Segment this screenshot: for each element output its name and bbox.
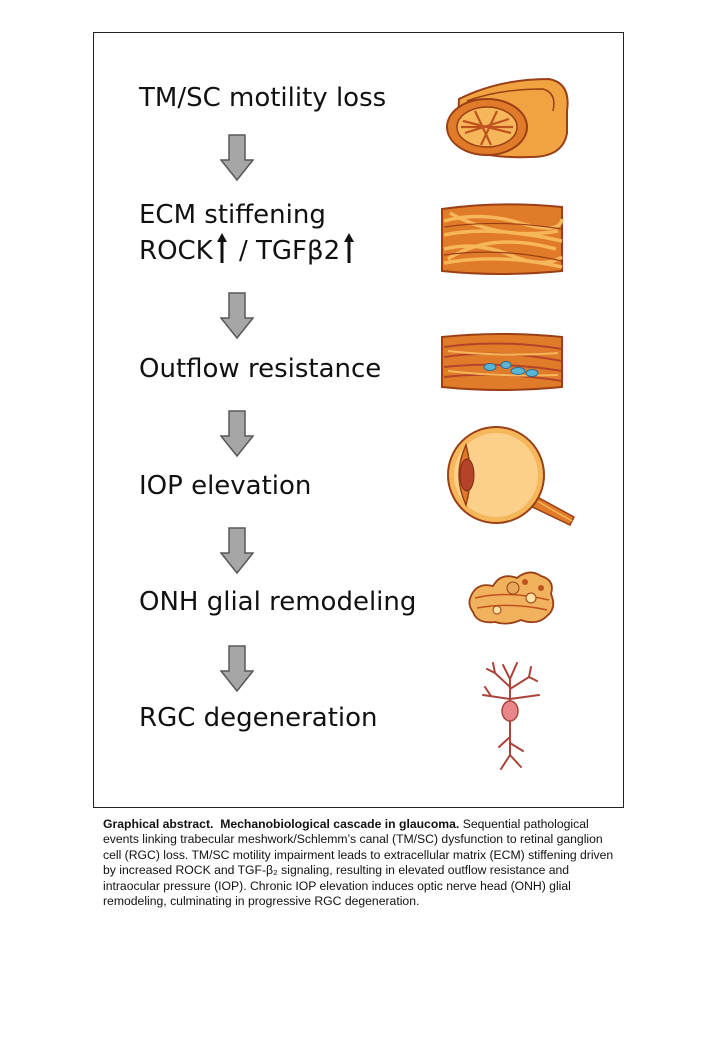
step-iop-elevation: IOP elevation	[139, 471, 312, 501]
down-arrow-2	[220, 292, 254, 340]
step-onh-glial-remodeling: ONH glial remodeling	[139, 587, 417, 617]
up-arrow-icon	[216, 233, 227, 263]
rock-label: ROCK	[139, 236, 213, 266]
step-rgc-degeneration: RGC degeneration	[139, 703, 378, 733]
down-arrow-5	[220, 645, 254, 693]
down-arrow-3	[220, 410, 254, 458]
step-ecm-stiffening: ECM stiffening ROCK / TGFβ2	[139, 197, 358, 269]
onh-glia-illustration	[468, 571, 555, 625]
down-arrow-4	[220, 527, 254, 575]
step-outflow-resistance: Outflow resistance	[139, 354, 382, 384]
eye-illustration	[447, 426, 575, 526]
ecm-stiffening-label: ECM stiffening	[139, 200, 326, 230]
up-arrow-icon	[344, 233, 355, 263]
outflow-resistance-illustration	[441, 333, 563, 391]
tgf-beta2-label: / TGFβ2	[230, 236, 341, 266]
abstract-frame: TM/SC motility loss ECM stiffening ROCK …	[93, 32, 624, 808]
figure-caption: Graphical abstract. Mechanobiological ca…	[103, 817, 623, 909]
caption-title-a: Graphical abstract.	[103, 817, 214, 831]
caption-title-b: Mechanobiological cascade in glaucoma.	[220, 817, 460, 831]
step-tmsc-motility-loss: TM/SC motility loss	[139, 83, 387, 113]
down-arrow-1	[220, 134, 254, 182]
neuron-illustration	[482, 662, 540, 770]
ecm-fiber-illustration	[441, 203, 564, 275]
caption-body: Sequential pathological events linking t…	[103, 817, 614, 909]
tm-sc-canal-illustration	[446, 77, 569, 159]
rock-tgf-line: ROCK / TGFβ2	[139, 233, 358, 269]
